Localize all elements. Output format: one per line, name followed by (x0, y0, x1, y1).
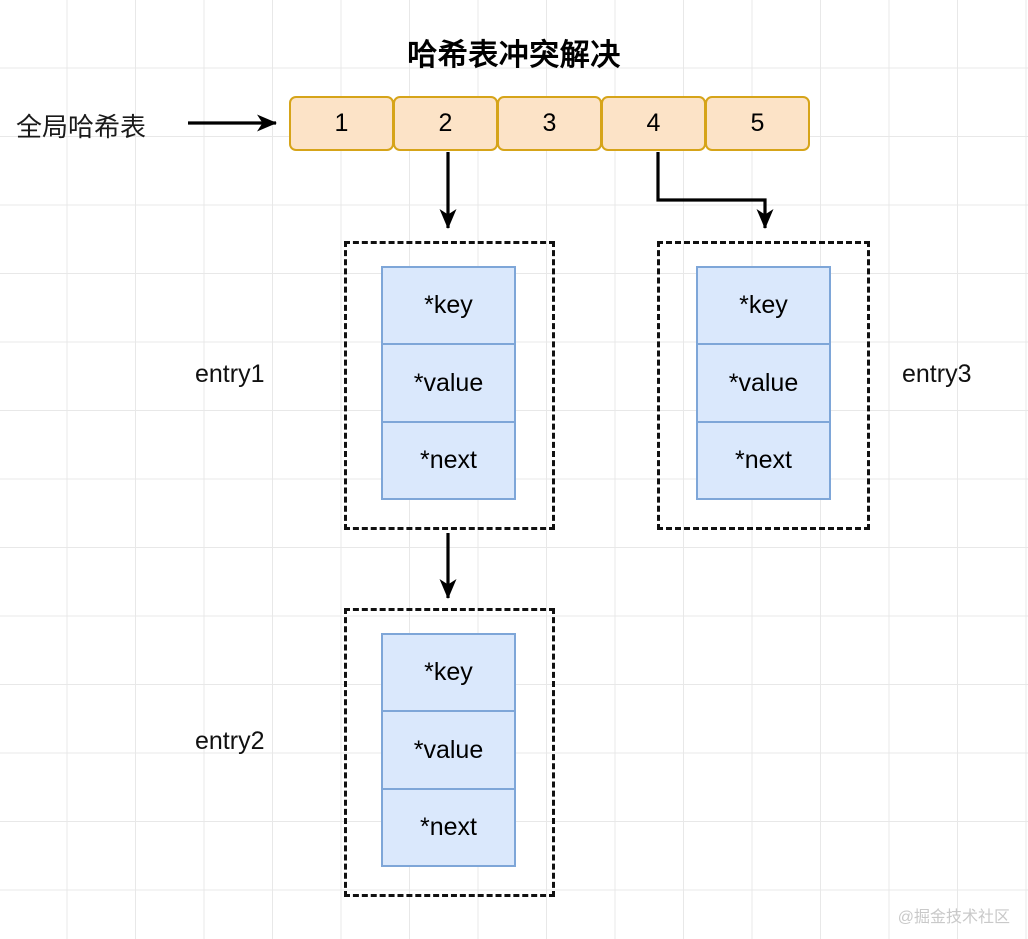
page-title: 哈希表冲突解决 (407, 39, 621, 72)
entry3-next-cell[interactable]: *next (696, 422, 831, 500)
entry3-label: entry3 (902, 360, 972, 388)
entry2-fields: *key *value *next (381, 633, 516, 867)
entry1-key-cell[interactable]: *key (381, 266, 516, 344)
hash-cell-2[interactable]: 2 (393, 96, 498, 151)
hash-table: 1 2 3 4 5 (289, 96, 810, 151)
entry3-fields: *key *value *next (696, 266, 831, 500)
entry1-container (344, 241, 555, 530)
entry1-label: entry1 (195, 360, 265, 388)
hash-cell-1[interactable]: 1 (289, 96, 394, 151)
hash-cell-4[interactable]: 4 (601, 96, 706, 151)
entry2-container (344, 608, 555, 897)
entry3-container (657, 241, 870, 530)
entry2-next-cell[interactable]: *next (381, 789, 516, 867)
entry2-label: entry2 (195, 727, 265, 755)
entry2-value-cell[interactable]: *value (381, 711, 516, 789)
entry2-key-cell[interactable]: *key (381, 633, 516, 711)
entry1-value-cell[interactable]: *value (381, 344, 516, 422)
entry3-key-cell[interactable]: *key (696, 266, 831, 344)
entry3-value-cell[interactable]: *value (696, 344, 831, 422)
hash-cell-3[interactable]: 3 (497, 96, 602, 151)
connector-cell4-to-entry3 (656, 152, 774, 229)
entry1-next-cell[interactable]: *next (381, 422, 516, 500)
hash-cell-5[interactable]: 5 (705, 96, 810, 151)
watermark: @掘金技术社区 (897, 909, 1010, 926)
hash-table-label: 全局哈希表 (16, 112, 147, 142)
entry1-fields: *key *value *next (381, 266, 516, 500)
